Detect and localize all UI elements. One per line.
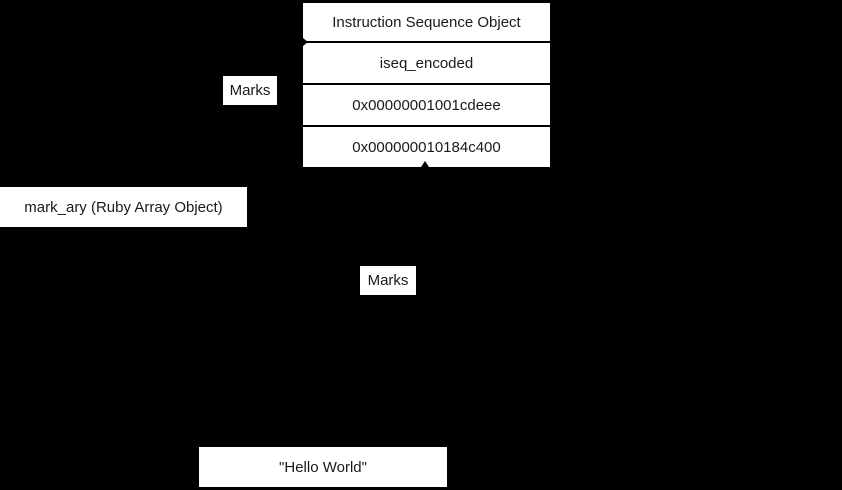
iseq-address-cell-1: 0x00000001001cdeee [303, 85, 550, 125]
marks-label-bottom: Marks [360, 266, 416, 295]
arrowhead-up-icon [421, 161, 429, 167]
hello-world-box: "Hello World" [199, 447, 447, 487]
iseq-encoded-label-cell: iseq_encoded [303, 43, 550, 83]
marks-label-top: Marks [223, 76, 277, 105]
mark-ary-box: mark_ary (Ruby Array Object) [0, 187, 247, 227]
arrowhead-right-icon [303, 38, 308, 46]
iseq-table-title-cell: Instruction Sequence Object [303, 3, 550, 41]
iseq-table: Instruction Sequence Object iseq_encoded… [303, 3, 550, 167]
iseq-address-cell-2: 0x000000010184c400 [303, 127, 550, 167]
